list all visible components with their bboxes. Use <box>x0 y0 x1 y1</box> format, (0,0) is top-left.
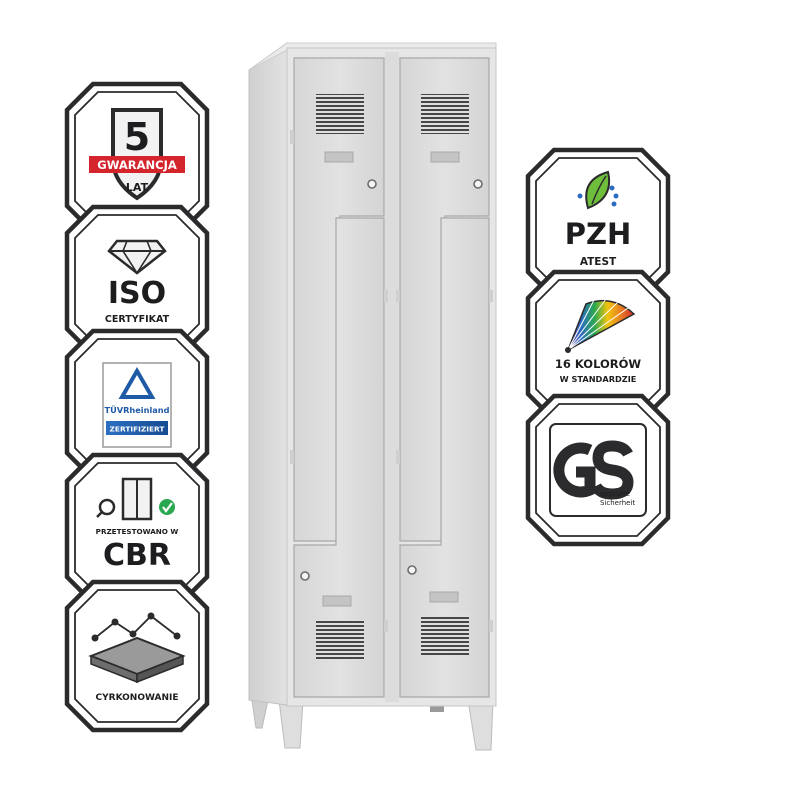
locker-door-left <box>293 57 385 698</box>
cbr-badge: PRZETESTOWANO W CBR <box>67 455 207 603</box>
gs-text-line2: Sicherheit <box>600 499 635 507</box>
iso-title: ISO <box>108 276 166 311</box>
pzh-title: PZH <box>565 217 632 251</box>
leaf-dna-icon <box>577 170 619 210</box>
warranty-ribbon <box>89 156 185 173</box>
label-holder <box>324 151 354 163</box>
cbr-top-text: PRZETESTOWANO W <box>96 527 179 536</box>
cbr-title: CBR <box>103 538 171 573</box>
warranty-ribbon-text: GWARANCJA <box>97 158 177 172</box>
door-lock <box>367 179 377 189</box>
locker-leg-front-left <box>278 699 304 749</box>
label-holder <box>430 151 460 163</box>
tuv-triangle-icon <box>118 366 156 399</box>
label-holder <box>429 591 459 603</box>
tuv-ribbon <box>106 421 168 435</box>
iso-badge: ISO CERTYFIKAT <box>67 207 207 355</box>
locker-cabinet <box>248 42 497 751</box>
iso-subtitle: CERTYFIKAT <box>105 314 170 325</box>
warranty-number: 5 <box>124 115 150 159</box>
gs-badge: geprüfte Sicherheit <box>528 396 668 544</box>
locker-leg-front-right <box>467 699 494 751</box>
coating-layers-icon <box>88 612 186 684</box>
locker-door-right <box>399 57 490 698</box>
warranty-unit: LAT <box>126 181 149 194</box>
galvanize-badge: CYRKONOWANIE <box>67 582 207 730</box>
galvanize-title: CYRKONOWANIE <box>96 693 179 703</box>
gs-logo-icon <box>553 440 634 500</box>
door-lock <box>473 179 483 189</box>
tuv-ribbon-text: ZERTIFIZIERT <box>110 425 165 434</box>
vent-grille <box>421 94 469 134</box>
gs-text-line1: geprüfte <box>600 490 630 498</box>
vent-grille <box>316 94 364 134</box>
colors-subtitle: W STANDARDZIE <box>560 374 637 384</box>
label-holder <box>322 595 352 607</box>
vent-grille <box>421 615 469 655</box>
locker-leg-left <box>251 699 269 729</box>
door-lock <box>300 571 310 581</box>
door-lock <box>407 565 417 575</box>
pzh-subtitle: ATEST <box>580 256 617 268</box>
pzh-badge: PZH ATEST <box>528 150 668 298</box>
warranty-badge: 5 GWARANCJA LAT <box>67 84 207 232</box>
tuv-badge: TÜVRheinland ZERTIFIZIERT <box>67 331 207 479</box>
tuv-brand: TÜVRheinland <box>105 405 170 415</box>
colors-title: 16 KOLORÓW <box>555 356 642 371</box>
locker-side-panel <box>248 42 288 706</box>
diamond-icon <box>107 239 167 275</box>
colors-badge: 16 KOLORÓW W STANDARDZIE <box>528 272 668 420</box>
locker-test-icon <box>96 477 153 521</box>
color-fan-icon <box>565 298 636 353</box>
check-icon <box>159 499 175 515</box>
vent-grille <box>316 620 364 660</box>
